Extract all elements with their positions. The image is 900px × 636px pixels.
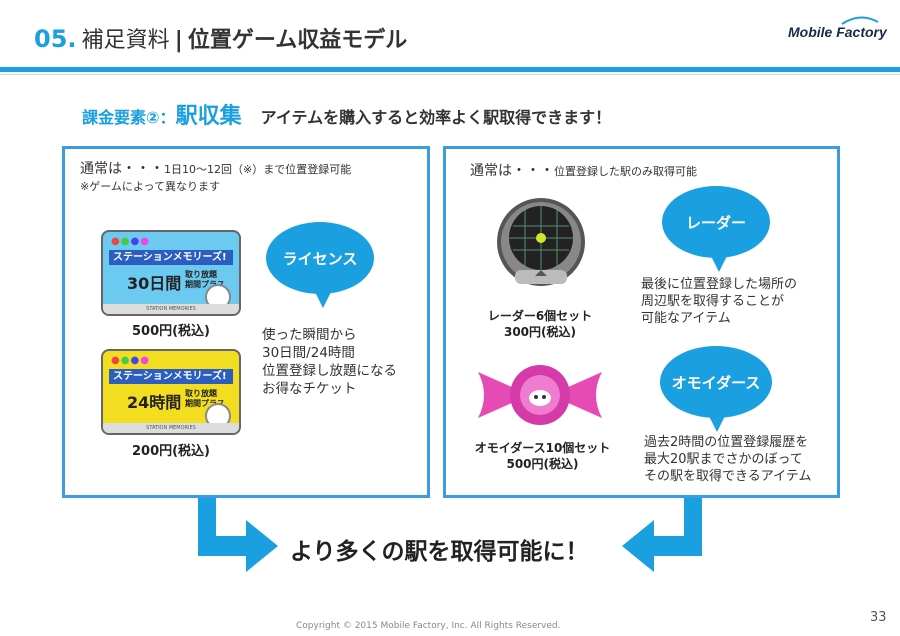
license-desc-line: お得なチケット	[262, 381, 357, 397]
ticket-price-30days: 500円(税込)	[131, 324, 211, 339]
radar-bubble: レーダー	[662, 186, 770, 272]
company-logo: Mobile Factory	[788, 16, 887, 40]
omoidasu-desc-line: 最大20駅までさかのぼって	[644, 452, 803, 467]
omoidasu-description: 過去2時間の位置登録履歴を 最大20駅までさかのぼって その駅を取得できるアイテ…	[644, 434, 811, 485]
radar-desc-line: 周辺駅を取得することが	[641, 294, 785, 309]
radar-desc-line: 可能なアイテム	[641, 311, 731, 326]
items-panel	[443, 146, 840, 498]
card-duration: 24時間	[127, 393, 182, 412]
radar-name: レーダー6個セット	[487, 309, 593, 323]
license-note: 通常は・・・1日10～12回（※）まで位置登録可能	[80, 158, 351, 178]
left-arrow-icon	[198, 498, 278, 572]
items-note-main: 通常は・・・	[470, 163, 554, 179]
subtitle: 課金要素②：駅収集 アイテムを購入すると効率よく駅取得できます！	[82, 98, 611, 130]
omoidasu-bubble: オモイダース	[660, 346, 772, 432]
logo-text: Mobile Factory	[788, 24, 887, 40]
card-footer: STATION MEMORIES	[103, 304, 239, 314]
copyright: Copyright © 2015 Mobile Factory, Inc. Al…	[296, 621, 561, 631]
subtitle-prefix: 課金要素②：	[82, 108, 176, 127]
omoidasu-desc-line: 過去2時間の位置登録履歴を	[644, 435, 809, 450]
page-title: 位置ゲーム収益モデル	[187, 28, 408, 53]
license-panel	[62, 146, 430, 498]
omoidasu-price: 500円(税込)	[506, 457, 579, 471]
omoidasu-bubble-label: オモイダース	[671, 373, 761, 392]
omoidasu-name: オモイダース10個セット	[474, 441, 611, 455]
radar-icon	[497, 198, 585, 286]
subtitle-text: アイテムを購入すると効率よく駅取得できます！	[260, 108, 612, 127]
card-duration: 30日間	[127, 274, 182, 293]
license-note-main: 通常は・・・	[80, 161, 164, 177]
card-dots: ●●●●	[111, 236, 150, 247]
subtitle-keyword: 駅収集	[175, 104, 242, 129]
license-desc-line: 使った瞬間から	[262, 327, 357, 343]
card-dots: ●●●●	[111, 355, 150, 366]
section-label: 補足資料	[81, 28, 170, 53]
radar-price: 300円(税込)	[503, 325, 577, 339]
card-subtext: 取り放題 期間プラス	[185, 389, 225, 408]
license-bubble: ライセンス	[266, 222, 374, 308]
card-band: ステーションメモリーズ!	[109, 250, 233, 265]
ticket-price-24hours: 200円(税込)	[131, 444, 211, 459]
logo-swoosh-icon	[841, 16, 879, 25]
omoidasu-desc-line: その駅を取得できるアイテム	[644, 469, 812, 484]
license-note-sub: ※ゲームによって異なります	[80, 180, 221, 193]
items-note-rest: 位置登録した駅のみ取得可能	[554, 165, 697, 178]
license-desc-line: 30日間/24時間	[262, 345, 355, 361]
card-footer: STATION MEMORIES	[103, 423, 239, 433]
slide-title: 05. 補足資料 | 位置ゲーム収益モデル	[34, 22, 407, 54]
conclusion-text: より多くの駅を取得可能に！	[290, 539, 589, 565]
ticket-card-24hours: ●●●● ステーションメモリーズ! 24時間 取り放題 期間プラス STATIO…	[101, 349, 241, 435]
card-subtext: 取り放題 期間プラス	[185, 270, 225, 289]
header-bar	[0, 67, 900, 72]
license-desc-line: 位置登録し放題になる	[262, 363, 397, 379]
section-number: 05.	[34, 25, 77, 53]
radar-desc-line: 最後に位置登録した場所の	[641, 277, 798, 292]
card-band: ステーションメモリーズ!	[109, 369, 233, 384]
license-note-rest: 1日10～12回（※）まで位置登録可能	[164, 163, 352, 176]
right-arrow-icon	[622, 498, 702, 572]
radar-bubble-label: レーダー	[685, 213, 746, 232]
license-description: 使った瞬間から 30日間/24時間 位置登録し放題になる お得なチケット	[262, 326, 397, 398]
title-separator: |	[174, 28, 183, 53]
items-note: 通常は・・・位置登録した駅のみ取得可能	[470, 160, 697, 180]
page-number: 33	[870, 610, 887, 625]
header-divider	[0, 74, 900, 75]
ticket-card-30days: ●●●● ステーションメモリーズ! 30日間 取り放題 期間プラス STATIO…	[101, 230, 241, 316]
radar-description: 最後に位置登録した場所の 周辺駅を取得することが 可能なアイテム	[641, 276, 797, 327]
candy-icon	[478, 365, 602, 425]
license-bubble-label: ライセンス	[282, 249, 358, 268]
